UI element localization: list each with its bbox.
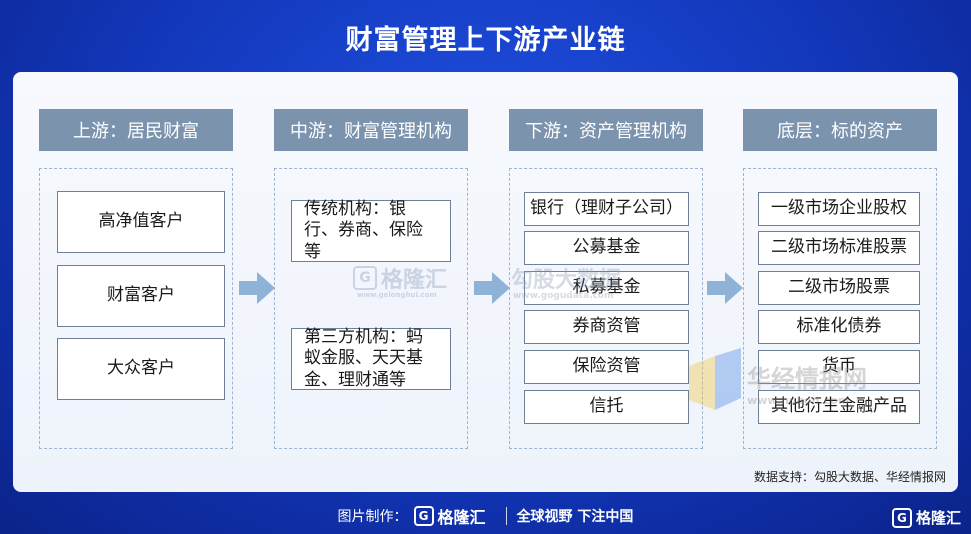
arrow-right-icon [239,272,275,304]
column-body-midstream [274,168,468,449]
underlying-item: 二级市场股票 [758,271,920,305]
downstream-item: 私募基金 [524,271,689,305]
footer-slogan: 全球视野 下注中国 [516,509,634,525]
downstream-item: 银行（理财子公司） [524,192,689,226]
column-header-upstream: 上游：居民财富 [39,109,233,151]
underlying-item: 标准化债券 [758,310,920,344]
downstream-item: 券商资管 [524,310,689,344]
column-body-downstream [509,168,703,449]
footer: 图片制作： G 格隆汇 全球视野 下注中国 [0,498,971,534]
column-header-underlying: 底层：标的资产 [743,109,937,151]
footer-logo-text: 格隆汇 [437,508,486,527]
made-by-label: 图片制作： [337,509,408,525]
footer-divider [505,507,507,525]
column-body-upstream [39,168,233,449]
corner-logo: G 格隆汇 [891,507,961,528]
footer-logo: G 格隆汇 [413,504,486,528]
gelonghui-corner-logo-icon: G [891,507,912,528]
downstream-item: 信托 [524,390,689,424]
upstream-item: 高净值客户 [57,191,225,253]
diagram-panel: 上游：居民财富 高净值客户 财富客户 大众客户 中游：财富管理机构 传统机构：银… [13,72,958,492]
column-header-downstream: 下游：资产管理机构 [509,109,703,151]
midstream-item: 第三方机构：蚂蚁金服、天天基金、理财通等 [291,327,451,390]
underlying-item: 一级市场企业股权 [758,192,920,226]
column-body-underlying [743,168,937,449]
downstream-item: 保险资管 [524,350,689,384]
underlying-item: 货币 [758,350,920,384]
midstream-item: 传统机构：银行、券商、保险等 [291,199,451,262]
arrow-right-icon [707,272,743,304]
underlying-item: 二级市场标准股票 [758,231,920,265]
source-note: 数据支持：勾股大数据、华经情报网 [753,470,946,484]
column-header-midstream: 中游：财富管理机构 [274,109,468,151]
corner-logo-text: 格隆汇 [915,509,961,527]
downstream-item: 公募基金 [524,231,689,265]
underlying-item: 其他衍生金融产品 [758,390,920,424]
upstream-item: 财富客户 [57,265,225,327]
arrow-right-icon [474,272,510,304]
upstream-item: 大众客户 [57,338,225,400]
page-title: 财富管理上下游产业链 [345,25,626,56]
gelonghui-logo-icon: G [413,506,434,526]
